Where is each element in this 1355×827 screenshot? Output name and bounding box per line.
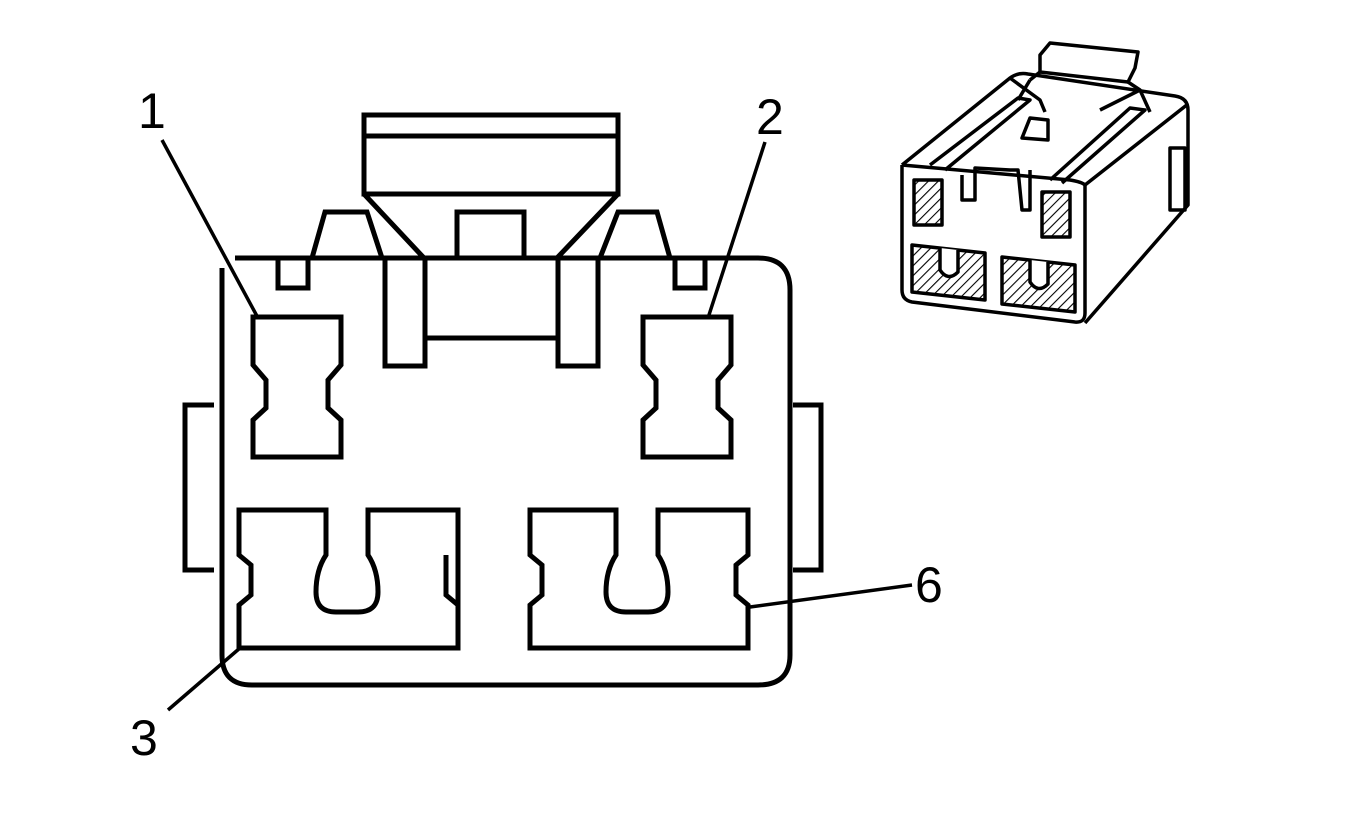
connector-body <box>219 255 793 688</box>
iso-latch-ramp <box>1008 76 1141 113</box>
iso-pin-cavity-6-notch <box>1028 260 1050 291</box>
right-latch-leg <box>555 255 601 369</box>
connector-front-view <box>182 112 824 688</box>
lock-latch-center-post <box>454 209 527 261</box>
iso-top-latch <box>1038 41 1140 84</box>
iso-top-rails <box>928 96 1147 185</box>
lock-latch <box>361 112 621 197</box>
left-top-notch <box>275 255 311 291</box>
lock-latch-funnel <box>362 192 620 260</box>
pin-label-6: 6 <box>915 557 943 613</box>
right-top-notch <box>672 255 708 291</box>
leader-line-pin-1 <box>160 139 260 319</box>
iso-top-face <box>900 71 1190 325</box>
iso-pin-cavity-1 <box>912 178 944 227</box>
left-hump <box>309 209 385 259</box>
iso-front-face <box>900 165 1087 324</box>
leader-line-pin-2 <box>706 141 767 319</box>
iso-center-key <box>1020 116 1050 142</box>
pin-label-3: 3 <box>130 710 158 766</box>
pin-cavity-2 <box>640 314 734 460</box>
pin-label-2: 2 <box>756 89 784 145</box>
pin-cavity-3 <box>236 507 461 651</box>
iso-side-tab <box>1168 146 1187 212</box>
left-side-tab <box>182 402 214 573</box>
left-latch-leg <box>382 255 428 369</box>
iso-pin-cavity-3-notch <box>938 248 960 279</box>
pin-cavity-6 <box>527 507 751 651</box>
iso-center-slot <box>960 166 1032 212</box>
pin-cavity-1 <box>250 314 344 460</box>
right-hump <box>597 209 673 259</box>
right-side-tab <box>793 402 824 573</box>
leader-lines <box>160 139 913 712</box>
leader-line-pin-3 <box>166 646 242 712</box>
pin-label-1: 1 <box>138 83 166 139</box>
leader-line-pin-6 <box>749 583 913 609</box>
connector-isometric-view <box>900 41 1190 325</box>
pin-cavity-3-notch <box>443 555 460 607</box>
iso-pin-cavity-2 <box>1040 190 1072 239</box>
iso-top-front-edge <box>901 102 1190 187</box>
